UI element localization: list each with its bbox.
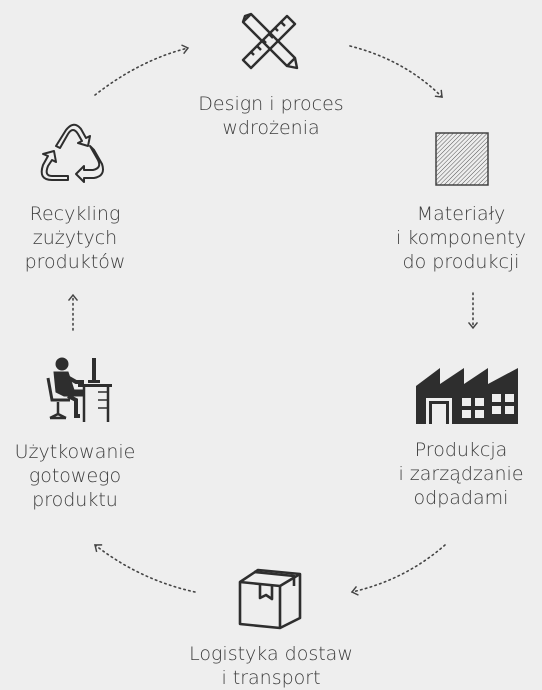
pencil-ruler-icon	[241, 12, 299, 70]
label-production: Produkcja i zarządzanie odpadami	[398, 439, 524, 509]
material-texture-icon	[435, 132, 489, 186]
desk-worker-icon	[46, 357, 112, 422]
factory-icon	[416, 368, 518, 424]
label-materials: Materiały i komponenty do produkcji	[396, 203, 526, 273]
arrow-production-to-logistics	[350, 544, 446, 596]
arrow-design-to-materials	[349, 45, 443, 98]
label-usage: Użytkowanie gotowego produktu	[14, 441, 136, 511]
arrow-recycling-to-design	[94, 44, 190, 96]
label-design: Design i proces wdrożenia	[198, 93, 344, 139]
label-recycling: Recykling zużytych produktów	[24, 203, 126, 273]
box-icon	[238, 568, 302, 630]
arrow-logistics-to-usage	[94, 544, 196, 593]
recycle-icon	[40, 123, 104, 183]
label-logistics: Logistyka dostaw i transport	[189, 643, 353, 689]
